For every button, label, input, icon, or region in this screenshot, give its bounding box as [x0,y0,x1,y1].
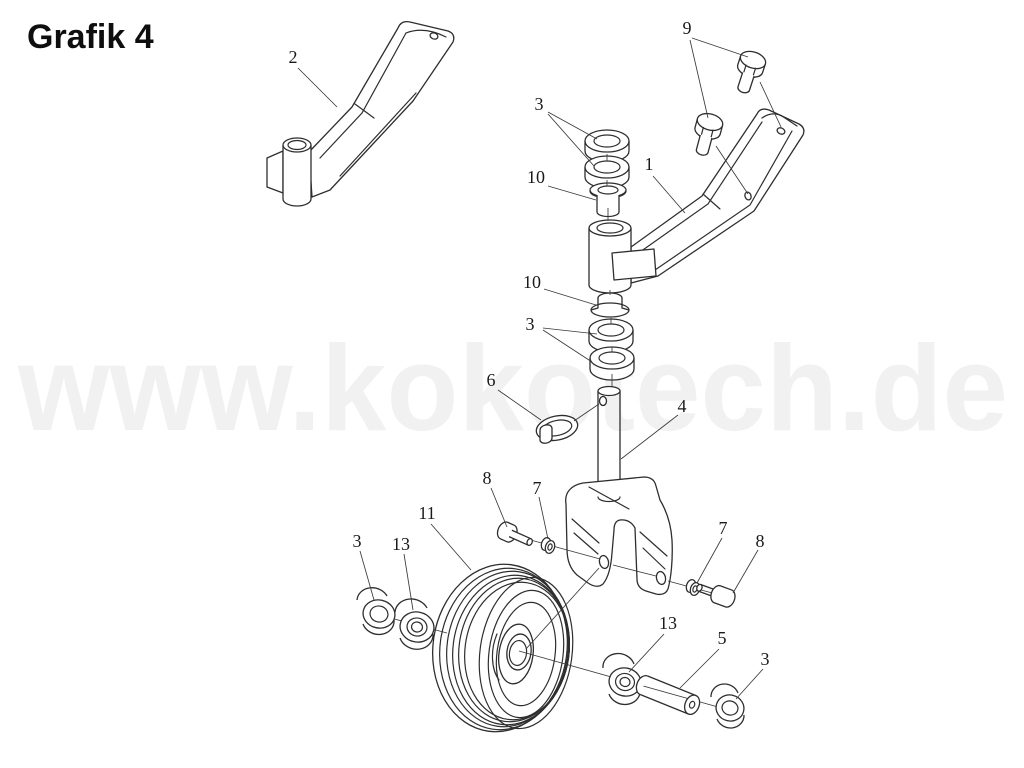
callout-4: 4 [678,396,687,416]
callout-13-right: 13 [659,613,677,633]
callout-3-right: 3 [761,649,770,669]
callout-8-left: 8 [483,468,492,488]
callout-13-left: 13 [392,534,410,554]
callout-6: 6 [487,370,496,390]
part-3-rings-upper [584,129,630,189]
part-2-swing-arm [266,20,455,207]
part-9-bolts [694,50,767,156]
part-3-rings-lower [588,318,635,381]
callout-7-left: 7 [533,478,542,498]
part-3-bushing-left [356,587,396,636]
part-6-ring-clip [535,414,579,444]
page-title: Grafik 4 [27,18,154,56]
callout-7-right: 7 [719,518,728,538]
watermark-text: www.kokotech.de [17,320,1008,456]
part-8-bolt-left [496,521,534,546]
callout-labels: 2 9 3 1 10 10 3 6 4 8 7 11 7 8 3 13 13 5… [289,18,770,669]
part-4-fork-bracket [565,476,673,596]
callout-10-top: 10 [527,167,545,187]
callout-2: 2 [289,47,298,67]
callout-9: 9 [683,18,692,38]
part-11-wheel [431,563,574,733]
part-1-swing-arm [588,108,805,294]
part-5-spacer [635,674,701,716]
part-8-bolt-right [696,583,736,608]
leader-lines [297,37,782,700]
part-10-bushing-lower [590,292,630,318]
part-10-bushing-upper [589,182,627,218]
callout-11: 11 [418,503,435,523]
part-13-bearing-right [602,652,642,706]
callout-10-mid: 10 [523,272,541,292]
part-13-bearing-left [394,598,435,650]
callout-3-left: 3 [353,531,362,551]
part-3-bushing-right [710,683,745,729]
callout-5: 5 [718,628,727,648]
callout-3-mid: 3 [526,314,535,334]
part-4-shaft [597,385,621,497]
callout-8-right: 8 [756,531,765,551]
part-7-washer-left [540,537,556,554]
callout-1: 1 [645,154,654,174]
assembly-axis-lines [606,154,613,387]
callout-3-top: 3 [535,94,544,114]
